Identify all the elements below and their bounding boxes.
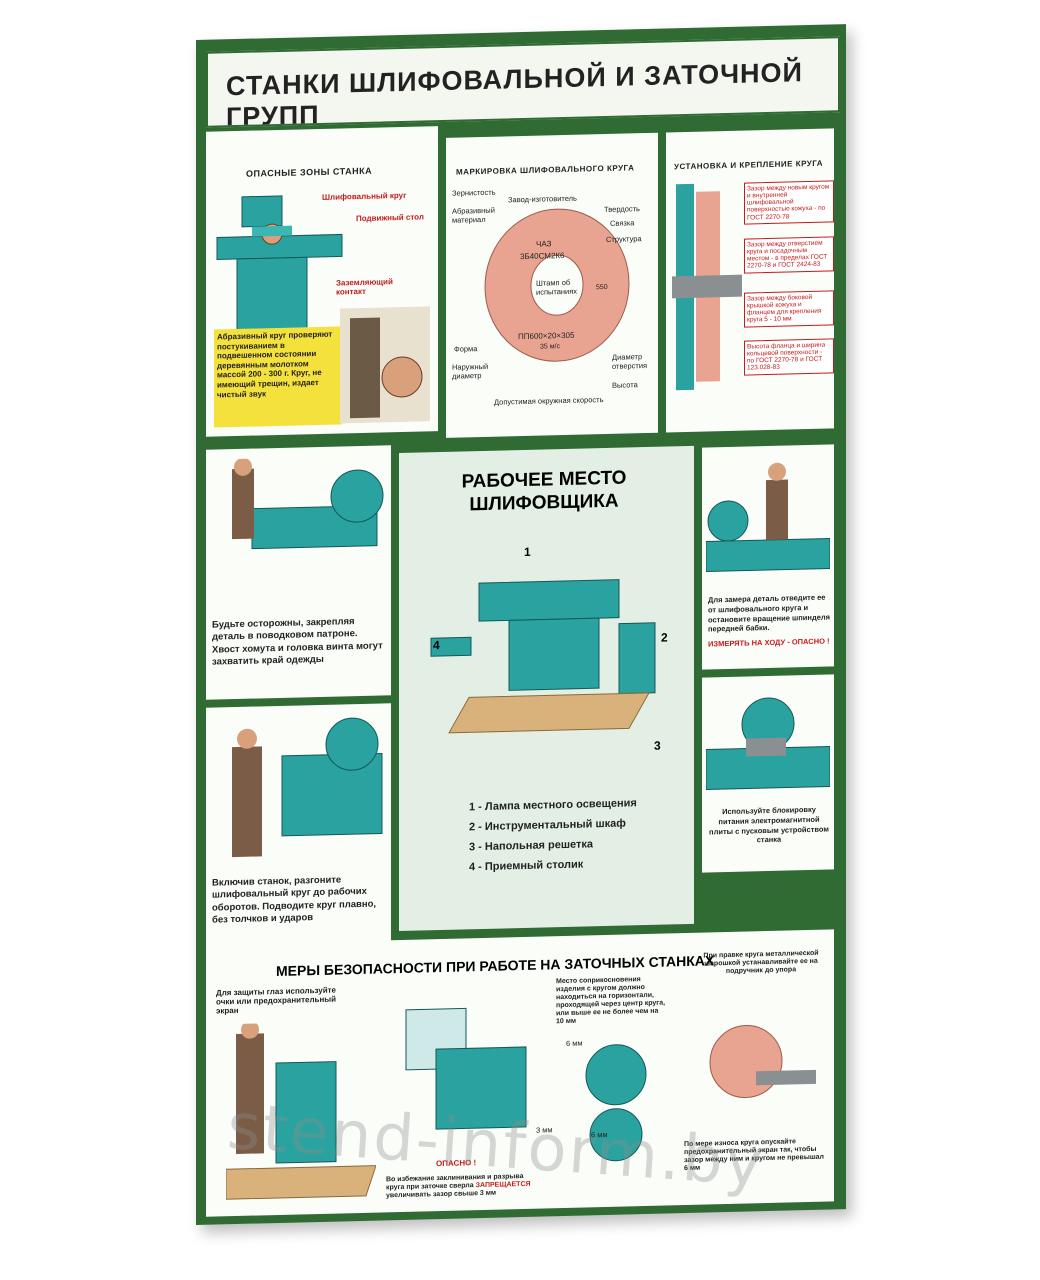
marking-title: МАРКИРОВКА ШЛИФОВАЛЬНОГО КРУГА	[456, 163, 635, 177]
label-grinding-wheel: Шлифовальный круг	[322, 190, 407, 202]
danger-label: ОПАСНО !	[436, 1158, 477, 1169]
marking-label-outer-diameter: Наружный диаметр	[452, 361, 489, 381]
wheel-mount-cross-section	[672, 183, 742, 391]
wheel-check-note: Абразивный круг проверяют постукиванием …	[214, 326, 342, 428]
workplace-number-1: 1	[524, 544, 531, 559]
dim-6mm-bottom: 6 мм	[591, 1129, 608, 1140]
left-top-caption: Будьте осторожны, закрепляя деталь в пов…	[212, 616, 383, 668]
marking-label-stamp: Штамп об испытаниях	[536, 277, 578, 297]
wheel-text-factory: ЧАЗ	[536, 239, 552, 249]
legend-item-lamp: 1 - Лампа местного освещения	[469, 797, 637, 814]
mounting-note-3: Зазор между боковой крышкой кожуха и фла…	[744, 290, 834, 328]
dim-6mm-top: 6 мм	[566, 1038, 583, 1048]
left-top-panel: Будьте осторожны, закрепляя деталь в пов…	[206, 445, 391, 700]
mounting-note-2: Зазор между отверстием круга и посадочны…	[744, 236, 834, 274]
danger-zones-title: ОПАСНЫЕ ЗОНЫ СТАНКА	[246, 165, 373, 179]
marking-label-factory: Завод-изготовитель	[508, 193, 577, 205]
workplace-number-4: 4	[433, 638, 440, 653]
cylindrical-grinder-illustration	[232, 457, 384, 550]
marking-label-hardness: Твердость	[604, 204, 640, 215]
right-bottom-panel: Используйте блокировку питания электрома…	[702, 674, 834, 873]
legend-item-table: 4 - Приемный столик	[469, 858, 584, 874]
marking-label-bond: Связка	[610, 218, 635, 228]
marking-label-speed: Допустимая окружная скорость	[494, 395, 604, 407]
protective-screen-illustration	[405, 1007, 527, 1130]
marking-label-abrasive: Абразивный материал	[452, 205, 495, 225]
legend-item-cabinet: 2 - Инструментальный шкаф	[469, 817, 626, 834]
workplace-panel: РАБОЧЕЕ МЕСТО ШЛИФОВЩИКА 1 2 3 4 1 - Лам…	[399, 445, 694, 932]
marking-label-structure: Структура	[606, 234, 642, 244]
page-title: СТАНКИ ШЛИФОВАЛЬНОЙ И ЗАТОЧНОЙ ГРУПП	[226, 57, 803, 128]
title-bar: СТАНКИ ШЛИФОВАЛЬНОЙ И ЗАТОЧНОЙ ГРУПП	[206, 36, 840, 128]
wear-note: По мере износа круга опускайте предохран…	[684, 1138, 825, 1173]
label-ground-contact: Заземляющий контакт	[336, 277, 393, 297]
magnetic-plate-illustration	[706, 697, 830, 791]
contact-place-note: Место соприкосновения изделия с кругом д…	[556, 976, 666, 1026]
wheel-text-code: 3Б40СМ2К6	[520, 250, 565, 262]
marking-label-grit: Зернистость	[452, 187, 496, 198]
wheel-tapping-illustration	[340, 306, 430, 424]
poster: СТАНКИ ШЛИФОВАЛЬНОЙ И ЗАТОЧНОЙ ГРУПП ОПА…	[196, 24, 846, 1225]
wheel-text-stamp-number: 550	[596, 283, 608, 292]
mounting-title: УСТАНОВКА И КРЕПЛЕНИЕ КРУГА	[674, 158, 824, 172]
workplace-number-3: 3	[654, 738, 661, 753]
right-top-panel: Для замера деталь отведите ее от шлифова…	[702, 444, 834, 670]
wheel-gap-diagram	[585, 1044, 647, 1162]
grinder-operator-illustration	[232, 717, 383, 858]
right-top-warning: ИЗМЕРЯТЬ НА ХОДУ - ОПАСНО !	[708, 636, 830, 649]
mounting-note-1: Зазор между новым кругом и внутренней шл…	[744, 180, 834, 225]
marking-label-bore: Диаметр отверстия	[612, 352, 648, 371]
mounting-note-4: Высота фланца и ширина кольцевой поверхн…	[744, 338, 834, 376]
label-moving-table: Подвижный стол	[356, 212, 424, 224]
workplace-title: РАБОЧЕЕ МЕСТО ШЛИФОВЩИКА	[461, 467, 627, 516]
mounting-panel: УСТАНОВКА И КРЕПЛЕНИЕ КРУГА Зазор между …	[666, 128, 834, 433]
left-bottom-panel: Включив станок, разгоните шлифовальный к…	[206, 703, 391, 953]
marking-panel: МАРКИРОВКА ШЛИФОВАЛЬНОГО КРУГА ЧАЗ 3Б40С…	[446, 132, 658, 438]
jam-note: Во избежание заклинивания и разрыва круг…	[386, 1172, 531, 1200]
wheel-text-speed: 35 м/с	[540, 343, 560, 351]
safety-panel: МЕРЫ БЕЗОПАСНОСТИ ПРИ РАБОТЕ НА ЗАТОЧНЫХ…	[206, 929, 834, 1217]
surface-grinder-illustration	[216, 195, 343, 340]
danger-zones-panel: ОПАСНЫЕ ЗОНЫ СТАНКА Шлифовальный круг По…	[206, 126, 438, 437]
workplace-illustration	[430, 579, 656, 734]
marking-label-height: Высота	[612, 380, 638, 390]
dressing-note: При правке круга металлической шарошкой …	[703, 949, 819, 976]
measuring-illustration	[706, 462, 830, 573]
workplace-legend: 1 - Лампа местного освещения 2 - Инструм…	[469, 797, 637, 881]
dim-3mm: 3 мм	[536, 1125, 553, 1135]
marking-label-shape: Форма	[454, 344, 478, 354]
wheel-text-size: ПП600×20×305	[518, 330, 575, 342]
sharpening-machine-illustration	[226, 1020, 376, 1200]
right-top-caption: Для замера деталь отведите ее от шлифова…	[708, 592, 831, 634]
left-bottom-caption: Включив станок, разгоните шлифовальный к…	[212, 874, 377, 926]
workplace-number-2: 2	[661, 630, 668, 645]
right-bottom-caption: Используйте блокировку питания электрома…	[709, 804, 829, 845]
dressing-illustration	[709, 1025, 816, 1099]
eye-protection-note: Для защиты глаз используйте очки или пре…	[216, 985, 337, 1016]
legend-item-grating: 3 - Напольная решетка	[469, 838, 594, 854]
grinding-wheel-diagram	[484, 208, 630, 362]
